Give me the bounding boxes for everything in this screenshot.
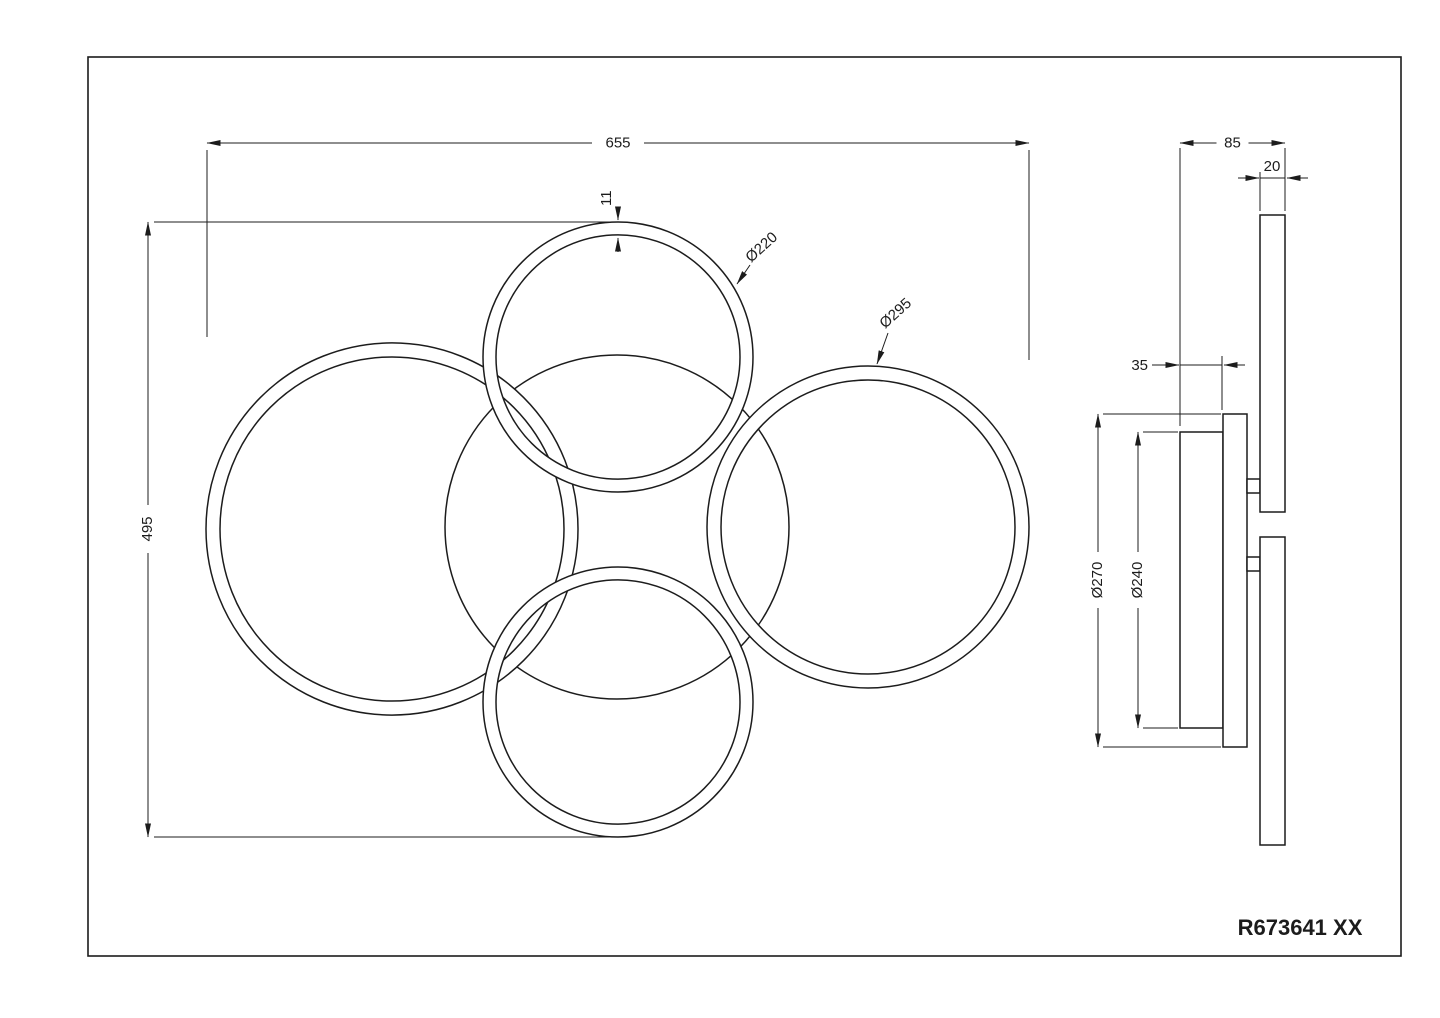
dimension-ring-depth-20: 20 <box>1238 158 1308 211</box>
dim-height-label-bg <box>138 505 157 553</box>
leader-d220: Ø220 <box>736 229 781 285</box>
ring-left <box>205 342 579 716</box>
canopy-profile <box>1222 413 1248 748</box>
dim-canopy-depth-label: 35 <box>1131 357 1148 374</box>
connector-bottom <box>1246 556 1261 572</box>
label-d295: Ø295 <box>876 295 915 332</box>
dim-d240-label-bg <box>1128 552 1147 608</box>
dimension-height-495: 495 <box>138 221 610 838</box>
connector-top <box>1246 478 1261 494</box>
ring-profile-bottom <box>1259 536 1286 846</box>
dim-width-label: 655 <box>605 135 630 152</box>
center-plate-circle <box>444 354 790 700</box>
dim-width-label-bg <box>592 134 644 152</box>
dim-d270-label-bg <box>1088 552 1107 608</box>
dimension-tube-11: 11 <box>598 190 621 252</box>
part-number: R673641 XX <box>1238 915 1363 940</box>
label-d220: Ø220 <box>742 229 781 266</box>
label-d270: Ø270 <box>1089 562 1106 599</box>
side-view <box>1179 214 1286 846</box>
dim-ring-depth-label: 20 <box>1264 158 1281 175</box>
mount-plate-profile <box>1179 431 1224 729</box>
dimension-canopy-depth-35: 35 <box>1131 356 1245 410</box>
dim-height-label: 495 <box>139 516 156 541</box>
drawing-frame <box>87 56 1402 957</box>
dimension-d240: Ø240 <box>1128 431 1178 729</box>
dim-depth-label: 85 <box>1224 135 1241 152</box>
label-d240: Ø240 <box>1129 562 1146 599</box>
dimension-depth-85: 85 <box>1179 134 1286 426</box>
front-view <box>205 221 1030 838</box>
dim-tube-label: 11 <box>598 190 615 206</box>
ring-right <box>706 365 1030 689</box>
ring-bottom <box>482 566 754 838</box>
ring-profile-top <box>1259 214 1286 513</box>
ring-top <box>482 221 754 493</box>
dim-depth-label-bg <box>1216 134 1249 152</box>
dimension-d270: Ø270 <box>1088 413 1221 748</box>
dimension-width-655: 655 <box>206 134 1030 360</box>
leader-d295: Ø295 <box>876 295 915 365</box>
